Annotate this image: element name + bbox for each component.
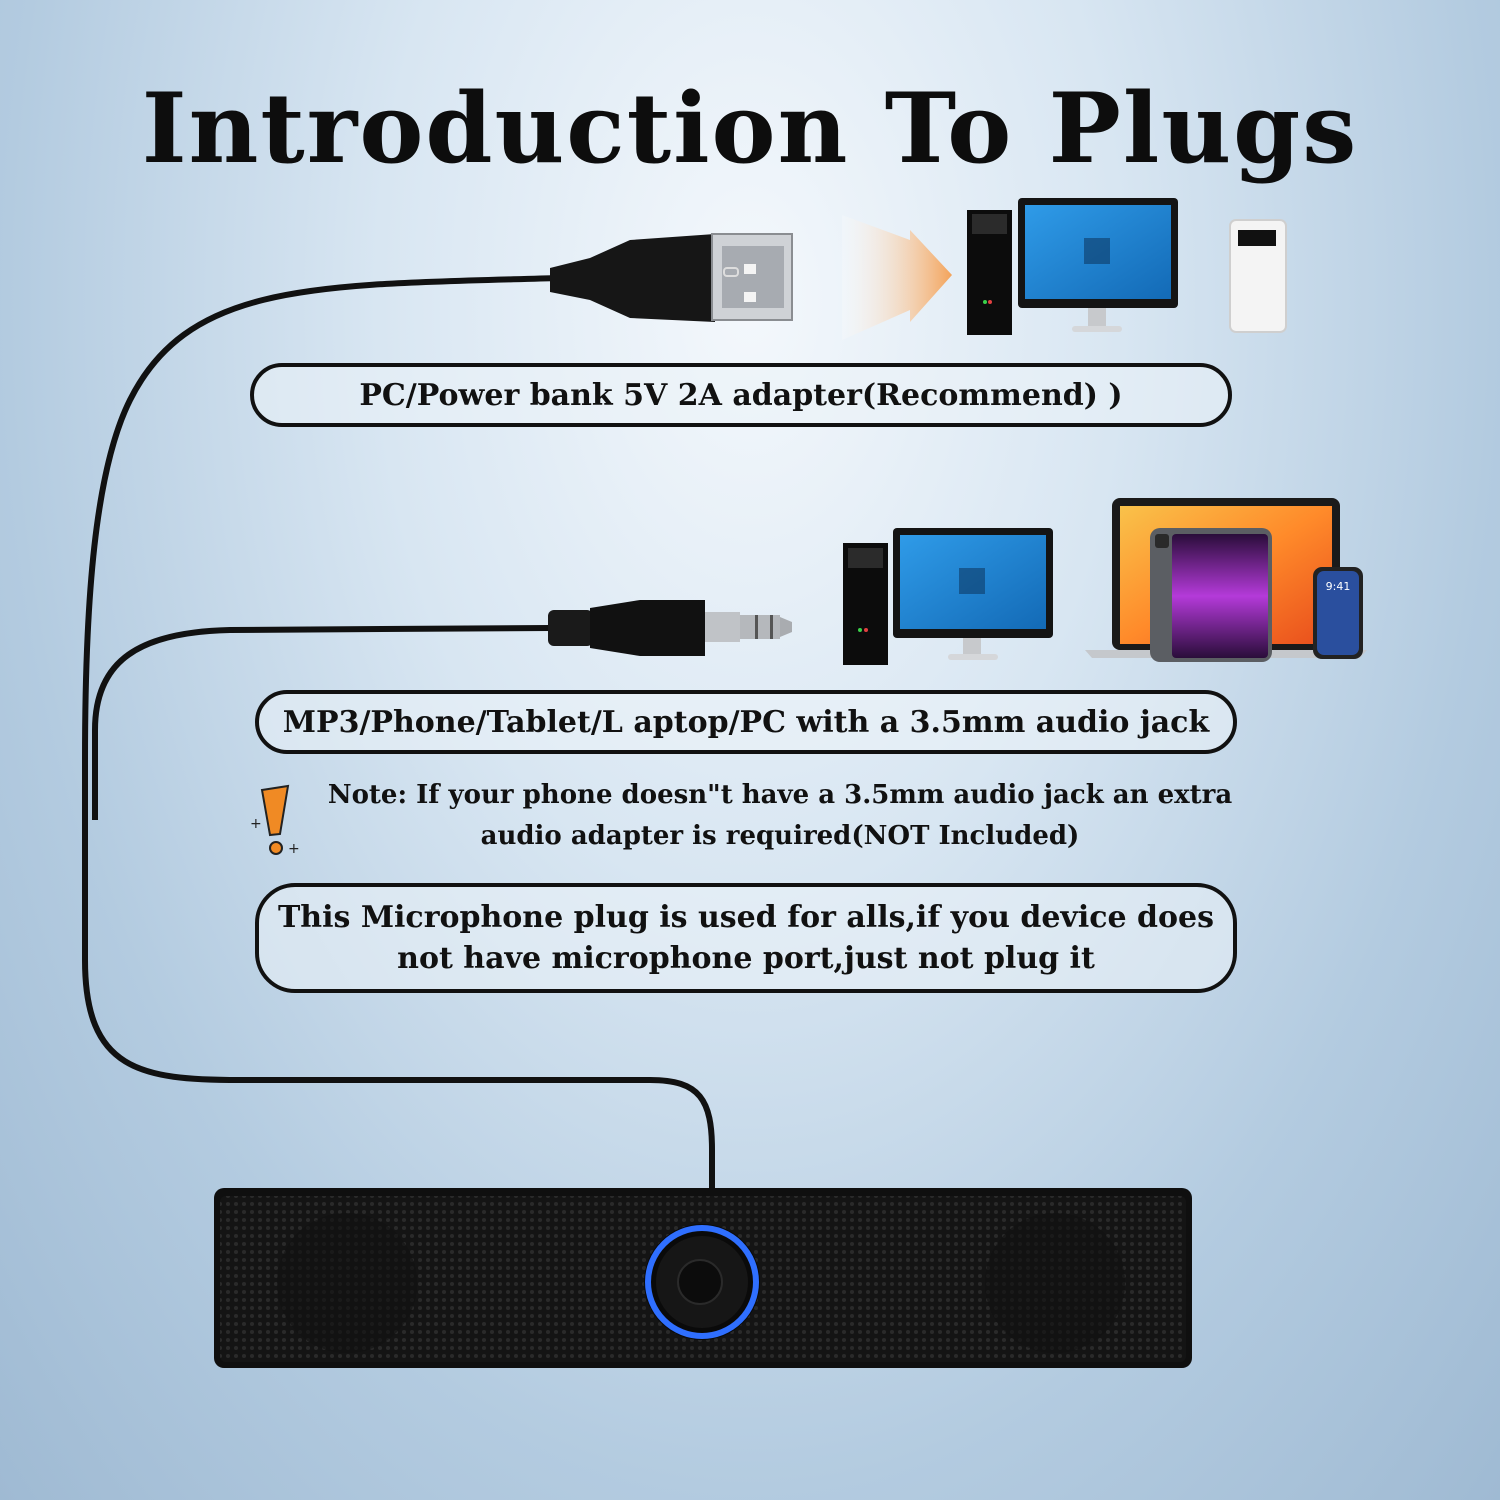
note-line-2: audio adapter is required(NOT Included) [480, 821, 1080, 851]
monitor-icon [893, 528, 1053, 660]
arrow-icon [842, 215, 952, 340]
aux-label-box: MP3/Phone/Tablet/L aptop/PC with a 3.5mm… [255, 690, 1237, 754]
warning-icon: + + [250, 784, 300, 857]
desktop-pc-icon [967, 210, 1012, 335]
mic-line-1: This Microphone plug is used for alls,if… [277, 900, 1215, 935]
soundbar-icon [214, 1188, 1192, 1368]
aux-plug-icon [548, 600, 792, 656]
desktop-pc-icon [843, 543, 888, 665]
usb-cable [82, 275, 715, 1195]
aux-cable [92, 625, 551, 820]
power-bank-icon [1229, 219, 1287, 333]
svg-text:+: + [250, 816, 262, 832]
mic-line-2: not have microphone port,just not plug i… [397, 941, 1095, 976]
usb-plug-icon [550, 233, 793, 322]
tablet-icon [1150, 528, 1272, 662]
usb-label-box: PC/Power bank 5V 2A adapter(Recommend) ) [250, 363, 1232, 427]
phone-icon: 9:41 [1313, 567, 1363, 659]
mic-label-box: This Microphone plug is used for alls,if… [255, 883, 1237, 993]
usb-label: PC/Power bank 5V 2A adapter(Recommend) ) [359, 377, 1123, 413]
monitor-icon [1018, 198, 1178, 332]
svg-text:+: + [288, 841, 300, 857]
page-title: Introduction To Plugs [141, 72, 1359, 185]
note-text: Note: If your phone doesn"t have a 3.5mm… [310, 775, 1250, 857]
note-line-1: Note: If your phone doesn"t have a 3.5mm… [327, 780, 1233, 810]
phone-time: 9:41 [1326, 580, 1351, 593]
aux-label: MP3/Phone/Tablet/L aptop/PC with a 3.5mm… [282, 704, 1210, 740]
